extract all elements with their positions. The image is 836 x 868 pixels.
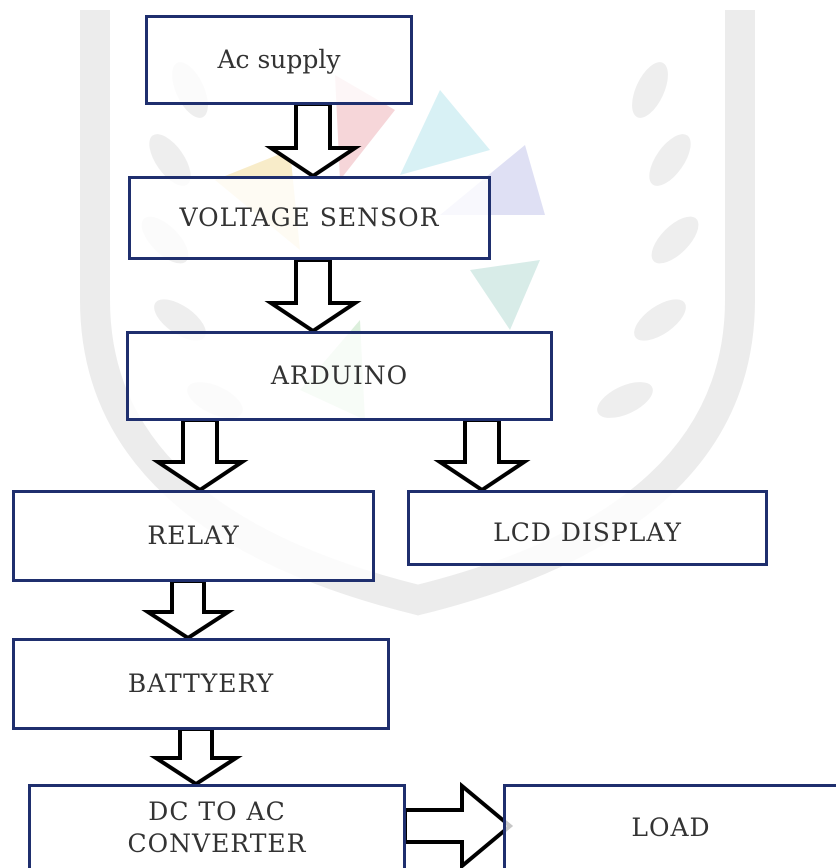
node-arduino: ARDUINO (126, 331, 553, 421)
node-voltage-sensor-label: VOLTAGE SENSOR (179, 203, 440, 233)
node-dc-to-ac-converter: DC TO AC CONVERTER (28, 784, 406, 868)
arrow-ac-to-voltage-sensor (264, 102, 362, 179)
watermark-laurel-right (597, 62, 699, 418)
node-ac-supply-label: Ac supply (217, 45, 341, 75)
arrow-battery-to-dc-ac (149, 727, 243, 787)
node-load: LOAD (503, 784, 836, 868)
node-load-label: LOAD (631, 812, 711, 842)
node-arduino-label: ARDUINO (270, 361, 409, 391)
arrow-voltage-sensor-to-arduino (264, 258, 362, 334)
arrow-arduino-to-lcd (433, 418, 531, 493)
node-relay-label: RELAY (147, 521, 240, 551)
watermark-shield (80, 10, 755, 616)
node-battery-label: BATTYERY (127, 669, 275, 699)
arrow-dc-ac-to-load (403, 781, 514, 868)
node-lcd-display: LCD DISPLAY (407, 490, 768, 566)
watermark-pinwheel-cyan (400, 90, 490, 175)
node-voltage-sensor: VOLTAGE SENSOR (128, 176, 491, 260)
arrow-arduino-to-relay (151, 418, 249, 493)
node-dc-to-ac-label-line1: DC TO AC (148, 797, 286, 827)
node-battery: BATTYERY (12, 638, 390, 730)
node-dc-to-ac-converter-text: DC TO AC CONVERTER (128, 796, 307, 859)
node-relay: RELAY (12, 490, 375, 582)
node-lcd-display-label: LCD DISPLAY (493, 518, 682, 547)
arrow-relay-to-battery (141, 579, 235, 641)
watermark-pinwheel-teal (470, 260, 540, 330)
node-ac-supply: Ac supply (145, 15, 413, 105)
node-dc-to-ac-label-line2: CONVERTER (127, 828, 307, 858)
